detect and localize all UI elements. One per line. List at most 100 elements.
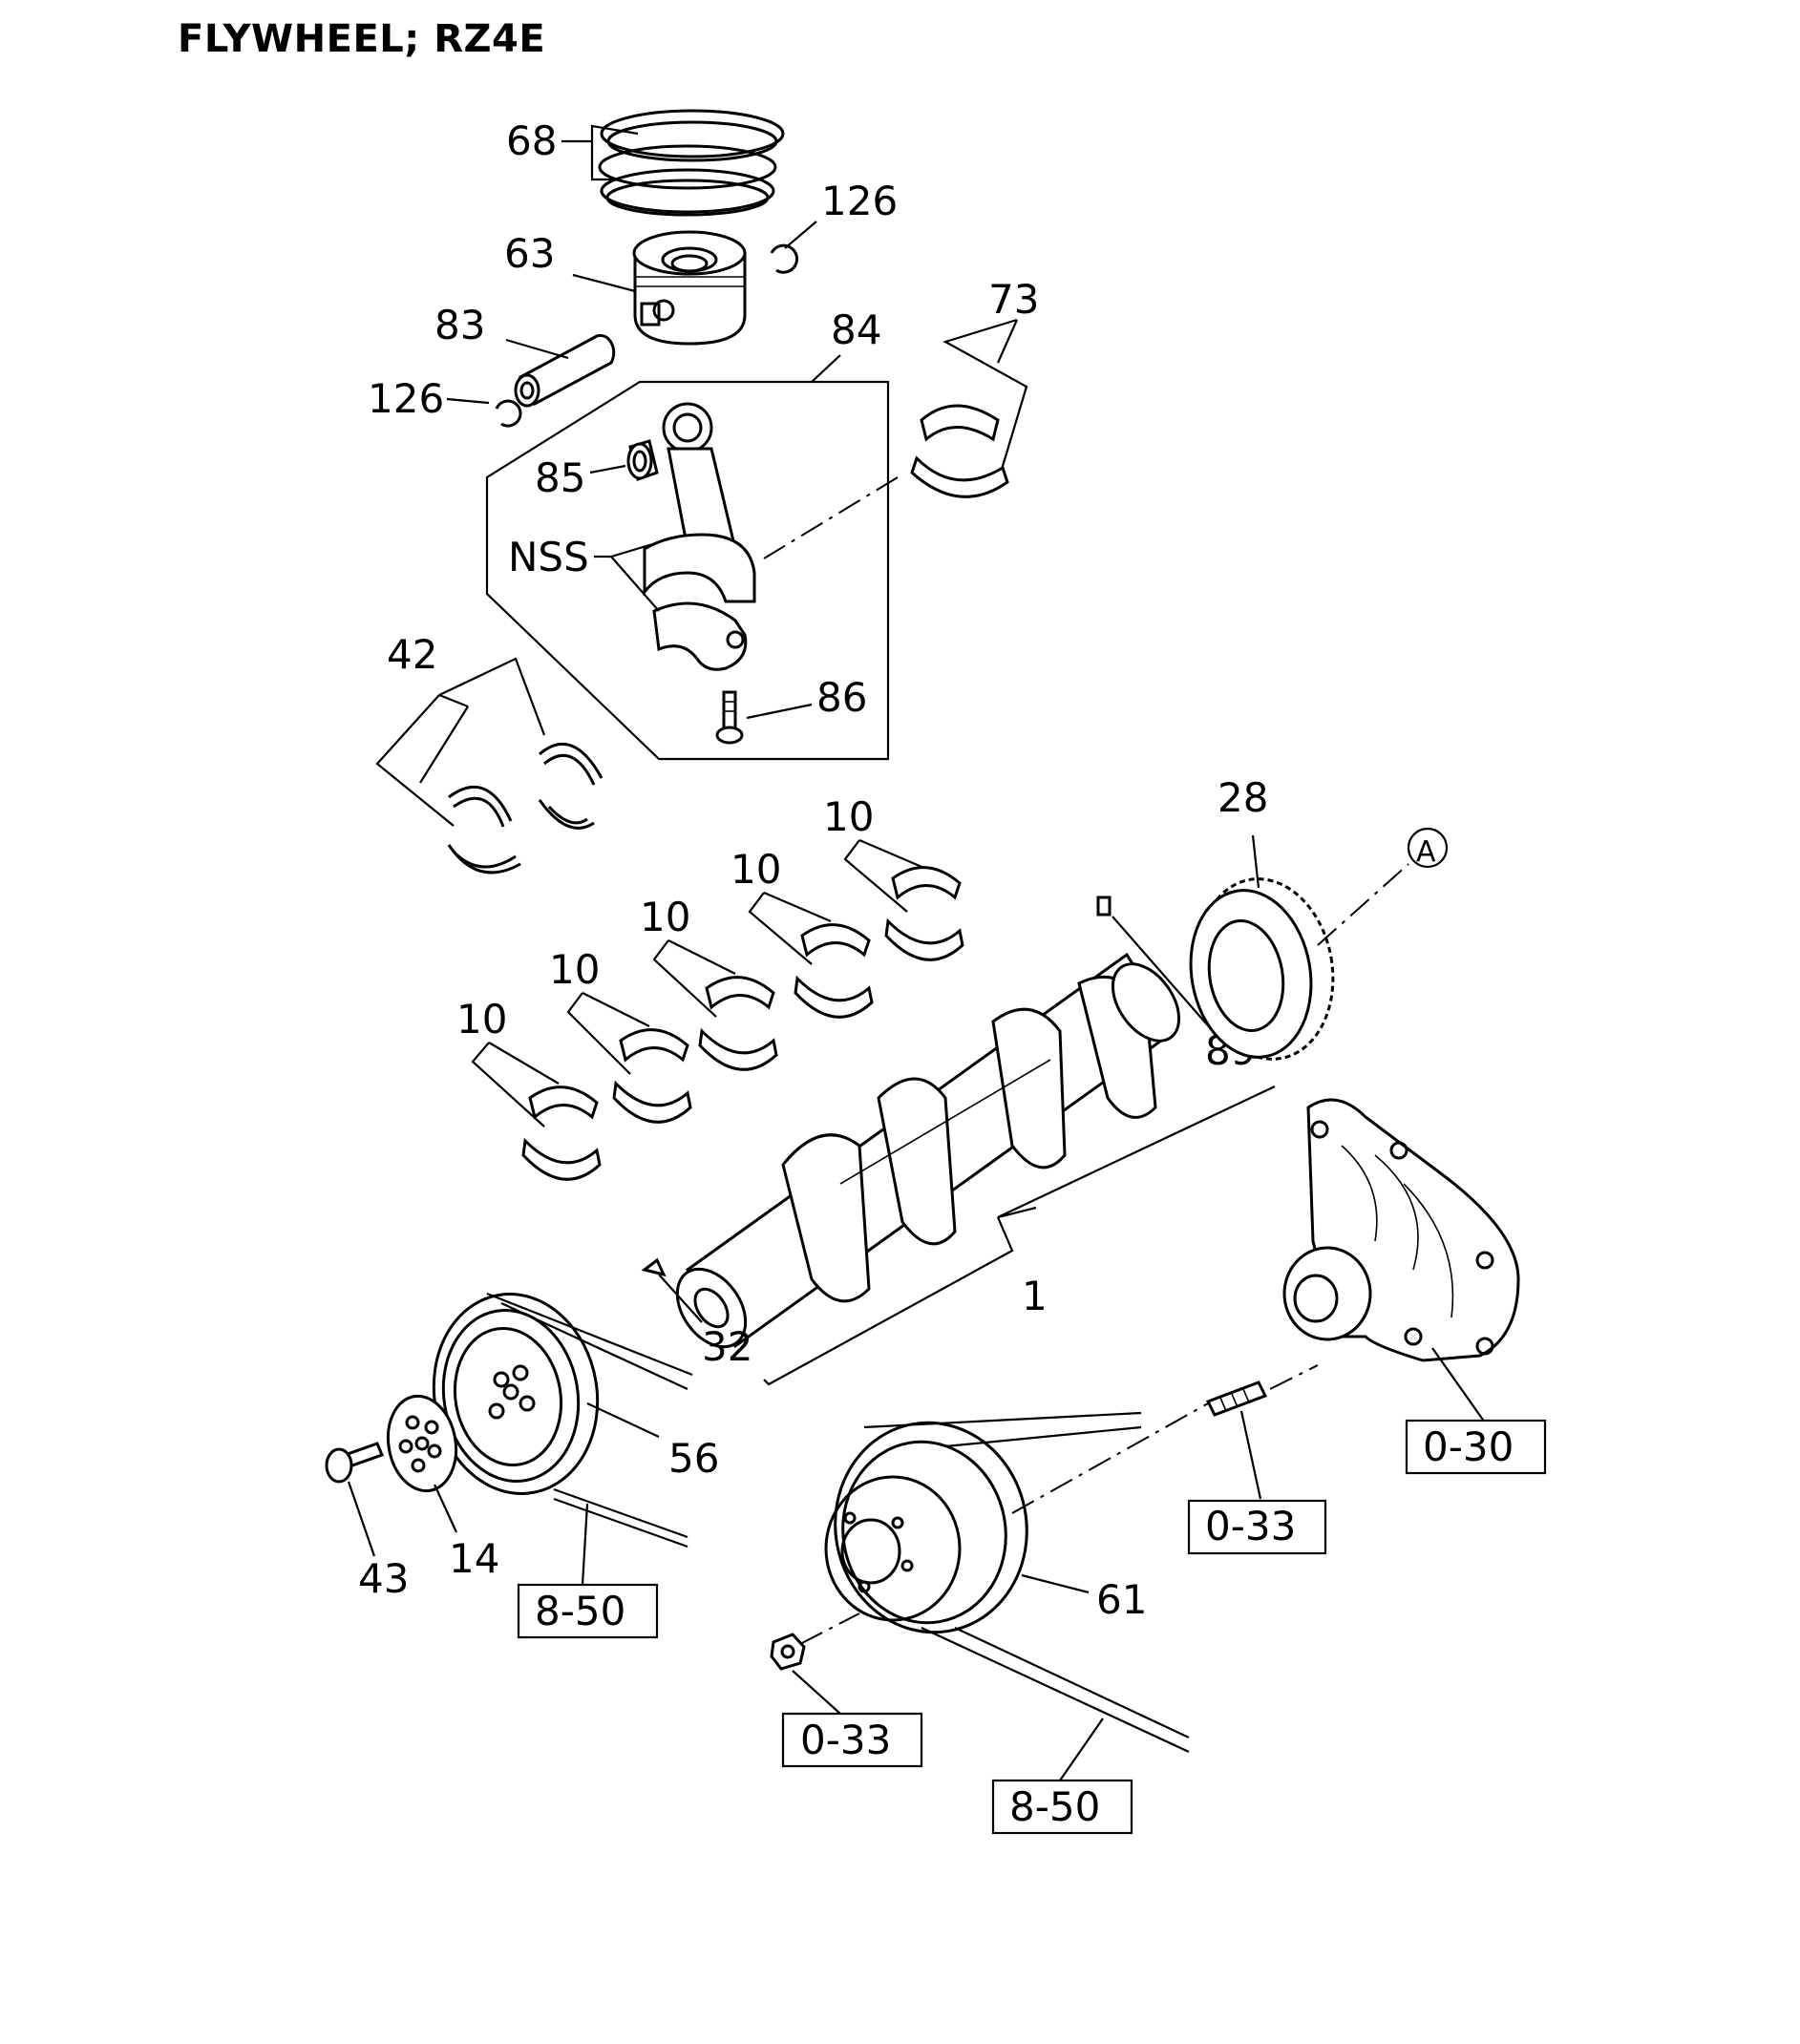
piston[interactable] (632, 230, 747, 346)
leader-033b (792, 1670, 841, 1715)
leader-10c (652, 939, 717, 1018)
ref-box-8-50-right[interactable]: 8-50 (991, 1779, 1133, 1835)
callout-14: 14 (449, 1535, 499, 1582)
centerline-fan-pulley (1011, 1402, 1209, 1514)
leader-42a (375, 694, 455, 827)
main-bearing-5[interactable] (884, 866, 964, 961)
leader-43 (347, 1481, 376, 1557)
piston-rings[interactable] (598, 109, 785, 217)
leader-850b (1059, 1717, 1104, 1781)
belt-fan-top-a (863, 1411, 1142, 1429)
stud-bolt[interactable] (1205, 1380, 1268, 1417)
callout-10d: 10 (731, 846, 781, 893)
centerline-73 (763, 476, 899, 559)
leader-32 (658, 1274, 703, 1323)
leader-126a (784, 221, 817, 249)
callout-10a: 10 (456, 996, 507, 1043)
callout-68: 68 (506, 117, 557, 164)
main-bearing-group: 10 10 10 10 10 (456, 793, 964, 1181)
fan-pulley[interactable] (818, 1407, 1043, 1647)
water-pump[interactable] (1282, 1098, 1520, 1362)
centerline-gear (1317, 863, 1409, 946)
leader-10d (748, 892, 813, 965)
leader-42d (419, 706, 469, 784)
thrust-washers[interactable] (447, 743, 604, 874)
ref-box-0-33-upper[interactable]: 0-33 (1187, 1499, 1327, 1555)
crank-key[interactable] (641, 1257, 667, 1277)
ref-box-0-33-lower[interactable]: 0-33 (781, 1712, 923, 1768)
belt-upper-a (486, 1292, 693, 1377)
pulley-plate[interactable] (381, 1391, 463, 1497)
callout-86: 86 (816, 674, 867, 721)
con-rod-bolt[interactable] (715, 690, 744, 745)
main-bearing-2[interactable] (612, 1028, 692, 1124)
ref-0-33-lower: 0-33 (800, 1717, 891, 1763)
leader-73b (996, 319, 1019, 364)
crankshaft[interactable] (664, 952, 1193, 1359)
ref-0-30: 0-30 (1423, 1423, 1514, 1470)
callout-a: A (1416, 835, 1436, 869)
leader-61 (1021, 1573, 1090, 1594)
leader-89 (1112, 916, 1214, 1032)
callout-nss: NSS (508, 534, 589, 580)
ref-box-0-30[interactable]: 0-30 (1405, 1419, 1547, 1475)
dowel-pin[interactable] (1096, 896, 1112, 917)
leader-126b (446, 397, 490, 405)
circlip-top[interactable] (770, 243, 799, 274)
pulley-bolt[interactable] (325, 1442, 384, 1484)
small-end-bush[interactable] (626, 439, 659, 481)
con-rod-assembly-bracket (485, 380, 890, 761)
belt-fan-bottom-a (921, 1627, 1190, 1753)
belt-fan-top-b (944, 1425, 1142, 1448)
pulley-nut[interactable] (770, 1633, 806, 1671)
ref-box-8-50-left[interactable]: 8-50 (517, 1583, 659, 1639)
callout-84: 84 (831, 306, 881, 353)
leader-42b (438, 657, 546, 736)
callout-43: 43 (358, 1555, 409, 1602)
belt-lower-a (553, 1487, 688, 1539)
page-title: FLYWHEEL; RZ4E (178, 17, 546, 61)
centerline-stud (1269, 1364, 1319, 1390)
callout-61: 61 (1096, 1576, 1147, 1623)
leader-86 (746, 703, 813, 720)
main-bearing-1[interactable] (521, 1085, 602, 1181)
leader-84 (811, 354, 841, 383)
con-rod-bearing[interactable] (910, 404, 1009, 498)
callout-63: 63 (504, 230, 555, 277)
leader-10b (566, 992, 631, 1075)
callout-1: 1 (1022, 1273, 1048, 1319)
callout-73: 73 (988, 276, 1039, 323)
circle-ref-a (1407, 827, 1449, 869)
belt-lower-b (553, 1497, 688, 1549)
callout-126a: 126 (821, 178, 898, 224)
connecting-rod[interactable] (643, 402, 756, 671)
main-bearing-4[interactable] (794, 923, 874, 1019)
callout-85: 85 (535, 454, 585, 501)
crankshaft-pulley[interactable] (418, 1281, 613, 1507)
circlip-lower[interactable] (495, 399, 522, 428)
leader-42c (438, 693, 469, 708)
leader-63 (572, 273, 636, 293)
crankshaft-gear[interactable] (1178, 868, 1347, 1069)
leader-10a (471, 1042, 545, 1127)
leader-73 (942, 318, 1028, 483)
leader-850a (581, 1503, 589, 1586)
callout-10c: 10 (640, 894, 690, 940)
belt-fan-bottom-b (954, 1627, 1190, 1738)
callout-126b: 126 (368, 375, 444, 422)
leader-033a (1239, 1410, 1262, 1500)
leader-83 (505, 338, 569, 360)
main-bearing-3[interactable] (698, 976, 778, 1071)
leader-85 (589, 464, 626, 474)
ref-8-50-left: 8-50 (535, 1588, 625, 1634)
callout-28: 28 (1218, 774, 1268, 821)
callout-83: 83 (434, 302, 485, 348)
piston-pin[interactable] (514, 333, 616, 408)
callout-10b: 10 (549, 946, 600, 993)
leader-14 (434, 1484, 457, 1533)
leader-1-lower (763, 1216, 1014, 1386)
ref-0-33-upper: 0-33 (1205, 1503, 1296, 1549)
belt-upper-b (500, 1302, 688, 1390)
leader-10e (843, 839, 908, 913)
leader-56 (586, 1402, 660, 1438)
